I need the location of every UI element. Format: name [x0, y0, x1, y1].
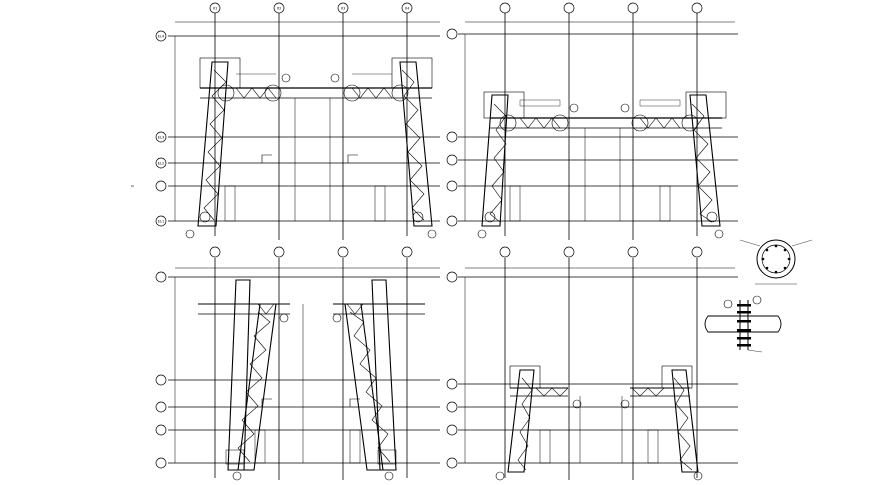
grid-bubbles-panel-1	[155, 2, 413, 227]
grid-bubbles-panel-4	[446, 246, 703, 469]
elevation-panel-4	[458, 258, 738, 481]
grid-tag: EL4	[158, 35, 165, 39]
grid-tag: EL1	[158, 220, 164, 224]
grid-bubbles-panel-2	[446, 2, 703, 227]
grid-tag: X3	[341, 7, 346, 11]
elevation-panel-2	[458, 12, 738, 240]
grid-tag: X4	[405, 7, 410, 11]
grid-tag: EL3	[158, 136, 164, 140]
pipe-joint-detail	[704, 295, 782, 353]
pipe-section-detail	[739, 239, 813, 285]
elevation-panel-1	[168, 12, 440, 240]
grid-tag: EL2	[158, 162, 164, 166]
grid-tag: X1	[213, 7, 218, 11]
elevation-panel-3	[168, 258, 440, 481]
grid-bubbles-panel-3	[155, 246, 413, 469]
grid-tag: X2	[277, 7, 282, 11]
